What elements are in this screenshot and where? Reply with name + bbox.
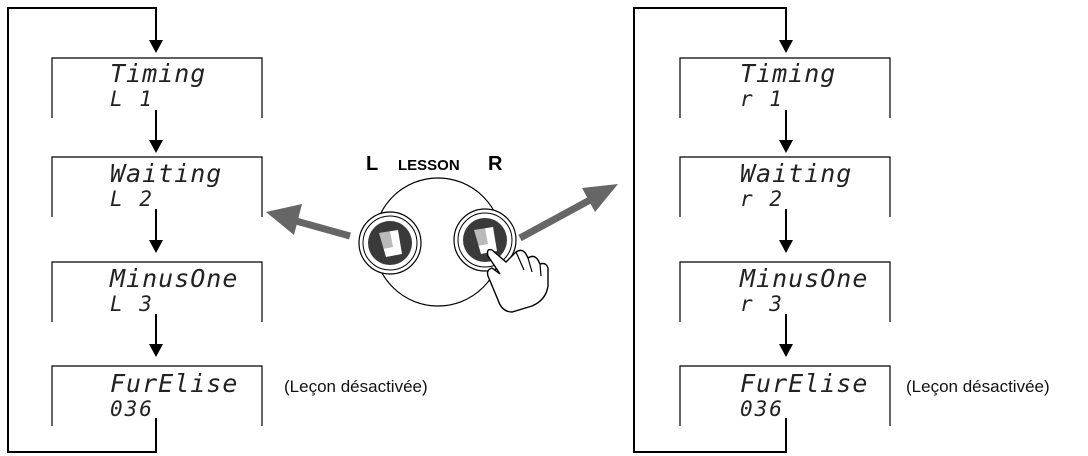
right-button-letter: R [488, 153, 503, 175]
lesson-r-button[interactable] [453, 208, 517, 272]
down-arrow-icon [779, 240, 793, 253]
down-arrow-icon [149, 140, 163, 153]
down-arrow-icon [779, 140, 793, 153]
right-display-song: FurElise 036 [679, 365, 891, 426]
down-arrow-icon [149, 40, 163, 53]
lcd-text-line2: L 2 [110, 187, 154, 211]
right-display-waiting: Waiting r 2 [679, 156, 891, 217]
down-arrow-icon [779, 344, 793, 357]
lcd-text-line1: FurElise [740, 369, 868, 398]
lcd-text-line1: Timing [740, 59, 836, 88]
right-display-timing: Timing r 1 [679, 57, 891, 118]
left-panel: Timing L 1 Waiting L 2 MinusOne L 3 FurE… [7, 7, 428, 453]
right-panel: Timing r 1 Waiting r 2 MinusOne r 3 FurE… [633, 7, 1050, 453]
lcd-text-line1: Timing [110, 59, 206, 88]
lesson-l-button[interactable] [358, 211, 422, 275]
gray-arrow-icon [266, 204, 351, 240]
lcd-text-line2: L 3 [110, 292, 154, 316]
lesson-buttons: L LESSON R [266, 153, 618, 313]
lesson-off-note: (Leçon désactivée) [284, 377, 428, 396]
hand-pointer-icon [486, 248, 549, 313]
left-display-song: FurElise 036 [51, 365, 263, 426]
right-display-minusone: MinusOne r 3 [679, 261, 891, 322]
left-loop-line [7, 7, 157, 453]
lcd-text-line1: MinusOne [739, 264, 868, 293]
lcd-text-line1: Waiting [110, 159, 222, 188]
gray-arrow-icon [518, 184, 618, 242]
lesson-off-note: (Leçon désactivée) [906, 377, 1050, 396]
lcd-text-line1: Waiting [740, 159, 852, 188]
down-arrow-icon [149, 240, 163, 253]
lcd-text-line2: r 3 [740, 292, 784, 316]
down-arrow-icon [779, 40, 793, 53]
down-arrow-icon [149, 344, 163, 357]
lcd-text-line2: r 1 [740, 87, 784, 111]
left-display-timing: Timing L 1 [51, 57, 263, 118]
lcd-text-line2: L 1 [110, 87, 154, 111]
left-display-waiting: Waiting L 2 [51, 156, 263, 217]
lcd-text-line1: MinusOne [109, 264, 238, 293]
lcd-text-line2: 036 [110, 397, 154, 421]
lcd-text-line2: r 2 [740, 187, 784, 211]
lcd-text-line2: 036 [740, 397, 784, 421]
lesson-label: LESSON [398, 157, 460, 174]
lcd-text-line1: FurElise [110, 369, 238, 398]
left-button-letter: L [366, 153, 378, 175]
left-display-minusone: MinusOne L 3 [51, 261, 263, 322]
right-loop-line [633, 7, 787, 453]
